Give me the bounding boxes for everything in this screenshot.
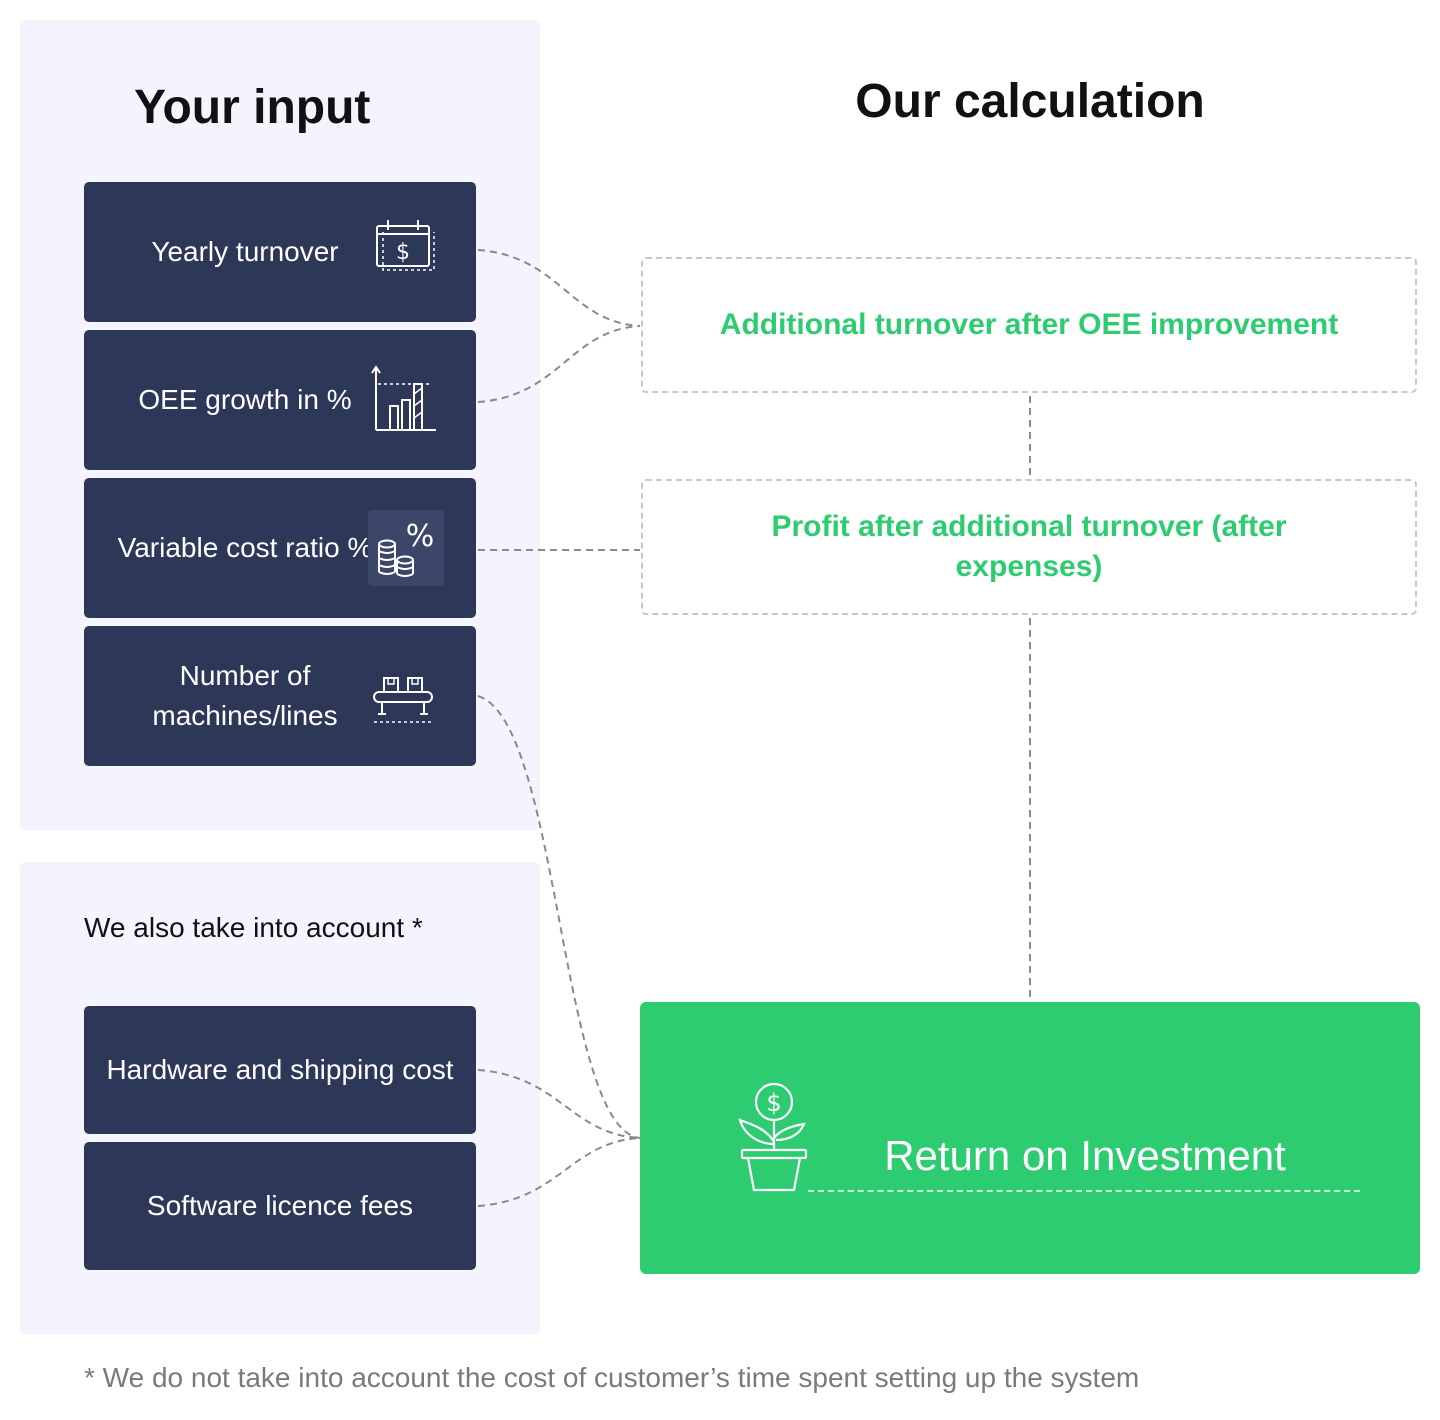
extra-card-label: Software licence fees bbox=[146, 1190, 414, 1221]
input-title: Your input bbox=[134, 81, 371, 134]
bar-chart-growth-icon bbox=[368, 362, 444, 438]
input-card-label: OEE growth in % bbox=[138, 384, 352, 415]
extra-costs-title: We also take into account * bbox=[84, 912, 423, 943]
calc-step-label: Additional turnover after OEE improvemen… bbox=[719, 308, 1339, 341]
roi-underline bbox=[808, 1190, 1360, 1192]
input-card-label: Variable cost ratio % bbox=[117, 532, 373, 563]
money-plant-icon: $ bbox=[736, 1080, 812, 1196]
input-card-label: Number of machines/lines bbox=[152, 660, 338, 731]
input-card-machines: Number of machines/lines bbox=[84, 626, 476, 766]
input-card-oee-growth: OEE growth in % bbox=[84, 330, 476, 470]
calc-step-additional-turnover: Additional turnover after OEE improvemen… bbox=[641, 257, 1417, 393]
calendar-dollar-icon: $ bbox=[368, 214, 444, 290]
extra-card-hardware: Hardware and shipping cost bbox=[84, 1006, 476, 1134]
svg-text:$: $ bbox=[396, 240, 410, 265]
roi-label: Return on Investment bbox=[884, 1132, 1286, 1179]
extra-card-software: Software licence fees bbox=[84, 1142, 476, 1270]
coins-percent-icon: % bbox=[368, 510, 444, 586]
calc-step-label: Profit after additional turnover (after … bbox=[771, 510, 1287, 583]
calculation-title: Our calculation bbox=[855, 75, 1205, 128]
input-card-yearly-turnover: Yearly turnover $ bbox=[84, 182, 476, 322]
extra-card-label: Hardware and shipping cost bbox=[106, 1054, 454, 1085]
input-card-label: Yearly turnover bbox=[151, 236, 339, 267]
calc-step-profit: Profit after additional turnover (after … bbox=[641, 479, 1417, 615]
svg-text:%: % bbox=[406, 519, 435, 554]
conveyor-belt-icon bbox=[368, 658, 444, 734]
input-card-variable-cost: Variable cost ratio % % bbox=[84, 478, 476, 618]
footnote: * We do not take into account the cost o… bbox=[84, 1362, 1140, 1393]
svg-text:$: $ bbox=[766, 1089, 781, 1117]
roi-result-box: $ Return on Investment bbox=[640, 1002, 1420, 1274]
